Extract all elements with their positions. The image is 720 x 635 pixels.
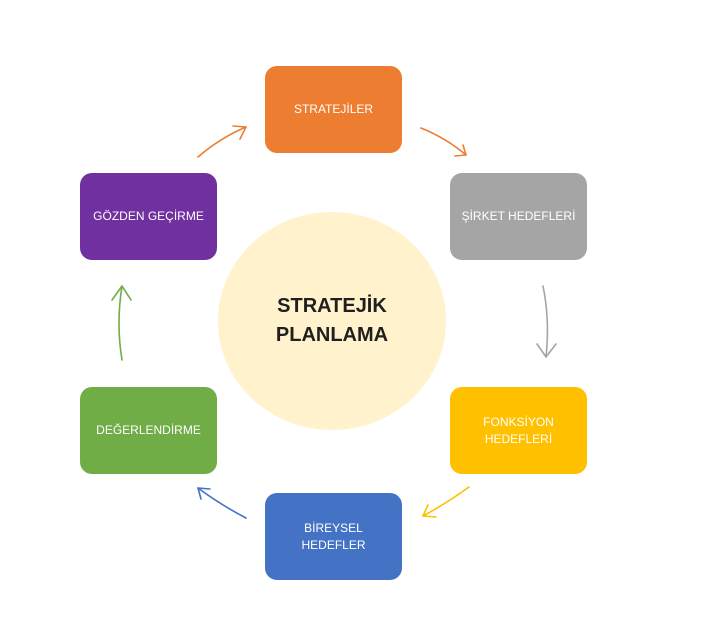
node-label: BİREYSEL HEDEFLER xyxy=(301,520,366,552)
node-label: DEĞERLENDİRME xyxy=(96,423,201,437)
node-label: STRATEJİLER xyxy=(293,102,374,116)
node-review: GÖZDEN GEÇİRME xyxy=(80,173,217,260)
arrow-strategies-to-company-goals xyxy=(420,127,467,157)
node-evaluation: DEĞERLENDİRME xyxy=(80,387,217,474)
node-strategies: STRATEJİLER xyxy=(265,66,402,153)
arrow-function-to-individual-goals xyxy=(422,486,470,518)
center-title: STRATEJİK PLANLAMA xyxy=(275,295,389,346)
node-label: FONKSİYON HEDEFLERİ xyxy=(483,414,554,446)
node-label: GÖZDEN GEÇİRME xyxy=(93,209,204,223)
node-company-goals: ŞİRKET HEDEFLERİ xyxy=(450,173,587,260)
center-circle: STRATEJİK PLANLAMA xyxy=(218,212,446,430)
arrow-individual-to-evaluation xyxy=(197,487,247,519)
arrow-company-to-function-goals xyxy=(536,285,557,358)
node-individual-goals: BİREYSEL HEDEFLER xyxy=(265,493,402,580)
node-label: ŞİRKET HEDEFLERİ xyxy=(461,209,576,223)
arrow-review-to-strategies xyxy=(197,125,247,158)
node-function-goals: FONKSİYON HEDEFLERİ xyxy=(450,387,587,474)
arrow-evaluation-to-review xyxy=(111,285,132,361)
